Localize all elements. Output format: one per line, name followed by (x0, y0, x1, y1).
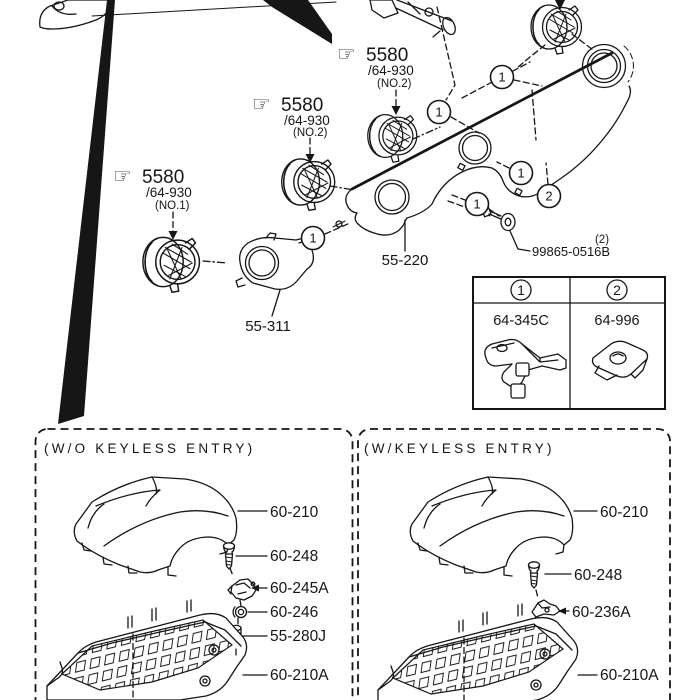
callout-code-no2-mid: 5580 (281, 95, 323, 116)
callout-leaders (168, 0, 565, 240)
clip-60-245A (227, 578, 257, 601)
vent-louver-no1 (142, 236, 201, 293)
switch-panel-55-220 (332, 43, 634, 252)
legend-nut-64-996-drawing (591, 340, 649, 381)
vent-louver-no2-top (367, 114, 418, 163)
right-box-dashes (463, 589, 539, 700)
callout-code-no2-top: 5580 (366, 45, 408, 66)
box-title-w-keyless: (W/KEYLESS ENTRY) (364, 441, 555, 456)
part-label-55-311: 55-311 (245, 318, 291, 335)
pointing-hand-icon: ☞ (113, 164, 132, 188)
legend-header-2: 2 (613, 282, 621, 298)
label-60-210-right: 60-210 (600, 504, 649, 521)
legend-part-64-996: 64-996 (594, 313, 639, 329)
pointing-hand-icon: ☞ (337, 42, 356, 66)
legend-table (472, 276, 666, 410)
label-60-210A-right: 60-210A (600, 667, 659, 684)
legend-header-1: 1 (517, 282, 525, 298)
steering-shaft-assembly (369, 0, 456, 38)
upper-cover-60-210-left (73, 476, 238, 577)
pointing-hand-icon: ☞ (252, 92, 271, 116)
vent-louver-top-right (530, 4, 583, 55)
marker-1: 1 (309, 231, 316, 246)
marker-2: 2 (545, 189, 552, 204)
pillar-garnish-wedge (58, 0, 115, 424)
box-with-keyless (357, 428, 671, 700)
upper-cover-60-210-right (409, 476, 574, 577)
label-60-210A-left: 60-210A (270, 667, 329, 684)
label-55-280J: 55-280J (270, 628, 326, 645)
label-60-236A: 60-236A (572, 604, 631, 621)
vent-louver-no2-left (281, 158, 336, 212)
callout-group-no2-mid: /64-930 (284, 113, 330, 128)
callout-unit-no2-top: (NO.2) (377, 78, 412, 90)
label-60-246: 60-246 (270, 604, 318, 621)
legend-part-64-345C: 64-345C (493, 313, 549, 329)
lower-cover-60-210A-right (377, 603, 579, 700)
part-label-99865-0516B: 99865-0516B (532, 244, 610, 259)
box-without-keyless (34, 428, 354, 700)
grommet-60-246 (232, 605, 248, 619)
screw-60-248-left (222, 542, 236, 570)
callout-group-no2-top: /64-930 (368, 63, 414, 78)
screw-60-248-right (527, 561, 541, 589)
left-box-label-leaders (235, 510, 268, 676)
marker-1: 1 (498, 70, 505, 85)
box-title-wo-keyless: (W/O KEYLESS ENTRY) (44, 441, 255, 456)
bolt-qty-label: (2) (595, 234, 609, 246)
right-box-label-leaders (544, 510, 598, 676)
callout-group-no1: /64-930 (146, 185, 192, 200)
callout-unit-no1: (NO.1) (155, 200, 190, 212)
lower-cover-60-210A-left (46, 599, 248, 700)
label-60-248-right: 60-248 (574, 567, 622, 584)
marker-1: 1 (435, 105, 442, 120)
center-wedge (263, 0, 332, 44)
label-60-245A: 60-245A (270, 580, 329, 597)
bracket-60-236A (527, 599, 561, 624)
part-label-55-220: 55-220 (382, 252, 429, 269)
column-hole-cover-55-311 (235, 232, 315, 317)
callout-code-no1: 5580 (142, 167, 184, 188)
marker-1: 1 (473, 197, 480, 212)
left-box-dashes (132, 567, 242, 700)
bolt-99865 (481, 207, 531, 252)
label-60-210-left: 60-210 (270, 504, 319, 521)
callout-unit-no2-mid: (NO.2) (293, 127, 328, 139)
marker-1: 1 (517, 166, 524, 181)
label-60-248-left: 60-248 (270, 548, 318, 565)
legend-clip-64-345C-drawing (484, 338, 567, 399)
